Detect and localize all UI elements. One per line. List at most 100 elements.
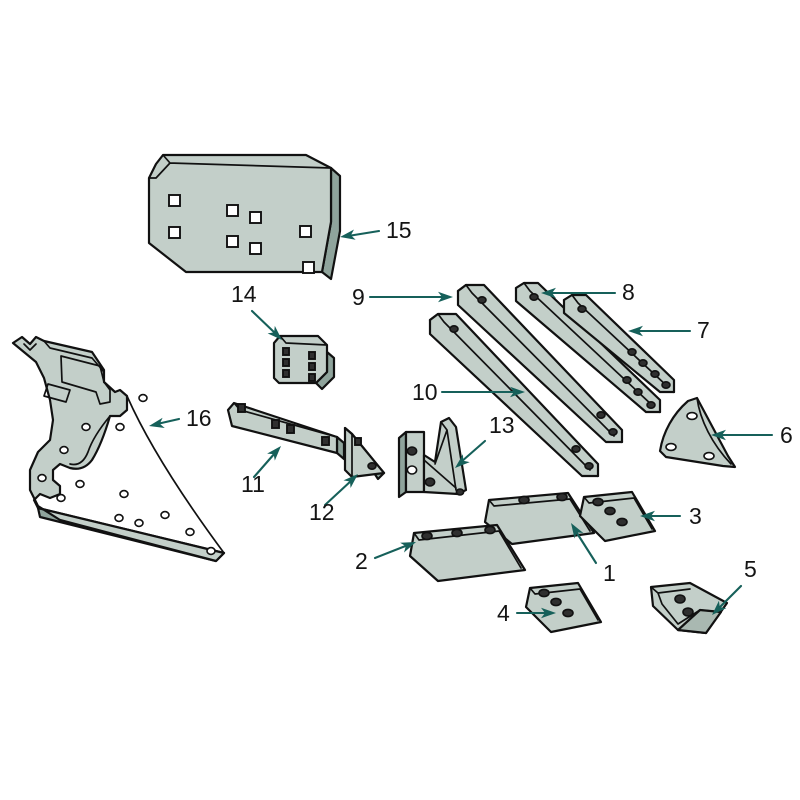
callout-9-label: 9 xyxy=(352,284,365,310)
part-12-holes xyxy=(354,437,377,470)
callout-6-label: 6 xyxy=(780,422,793,448)
callout-7[interactable]: 7 xyxy=(628,317,710,343)
part-7-holes xyxy=(577,304,671,389)
part-9-support-bar-long-upper[interactable] xyxy=(456,283,624,444)
callout-12-leader-line xyxy=(323,478,354,507)
callout-12-arrow-icon xyxy=(343,474,358,489)
part-15-main-mounting-plate[interactable] xyxy=(147,153,342,281)
callout-1-arrow-icon xyxy=(571,523,584,539)
callout-9[interactable]: 9 xyxy=(352,284,453,310)
callout-4-arrow-icon xyxy=(541,607,556,619)
callout-14-leader-line xyxy=(250,309,278,336)
part-16-wing-curve xyxy=(126,395,225,554)
part-15-holes xyxy=(168,194,315,274)
part-10-bevel-line xyxy=(437,313,591,471)
part-1-moldboard-panel-upper[interactable] xyxy=(483,491,596,546)
callout-3[interactable]: 3 xyxy=(640,503,702,529)
callout-1-label: 1 xyxy=(603,560,616,586)
callout-2[interactable]: 2 xyxy=(355,537,418,574)
callout-12-label: 12 xyxy=(309,499,335,525)
callout-13-label: 13 xyxy=(489,412,515,438)
callout-6[interactable]: 6 xyxy=(711,422,793,448)
callout-13[interactable]: 13 xyxy=(452,412,515,472)
callout-9-arrow-icon xyxy=(438,291,453,303)
callout-2-leader-line xyxy=(373,543,410,560)
callout-10[interactable]: 10 xyxy=(412,379,525,405)
callout-1-leader-line xyxy=(573,528,598,565)
part-4-holes xyxy=(538,588,574,618)
callout-14-label: 14 xyxy=(231,281,257,307)
callout-15-leader-line xyxy=(346,229,381,238)
callout-15-label: 15 xyxy=(386,217,412,243)
part-9-bevel-line xyxy=(465,284,615,437)
part-1-face xyxy=(483,491,596,546)
part-6-face xyxy=(658,396,737,469)
part-8-support-bar-short-inner[interactable] xyxy=(514,281,662,414)
part-11-wear-strip-bar[interactable] xyxy=(226,401,346,461)
callout-1[interactable]: 1 xyxy=(567,520,616,586)
part-13-fin-ridge xyxy=(434,421,457,491)
part-14-bevel-line xyxy=(279,335,328,346)
callout-11-leader-line xyxy=(252,451,277,479)
callout-13-leader-line xyxy=(459,439,487,464)
part-3-share-wing-right[interactable] xyxy=(578,490,657,543)
part-16-face xyxy=(11,335,226,563)
part-10-holes xyxy=(449,324,594,470)
part-6-holes xyxy=(665,411,715,461)
callout-7-arrow-icon xyxy=(628,325,643,337)
part-9-holes xyxy=(477,295,618,436)
part-16-frog-body-casting[interactable] xyxy=(11,335,226,563)
part-13-web-line xyxy=(423,459,457,489)
callout-14-arrow-icon xyxy=(267,325,282,340)
part-6-triangular-gusset-plate[interactable] xyxy=(658,396,737,469)
part-7-support-bar-short-outer[interactable] xyxy=(562,293,676,394)
callout-5-leader-line xyxy=(716,584,743,611)
callout-5-arrow-icon xyxy=(712,600,727,615)
part-3-holes xyxy=(592,497,628,527)
callout-8[interactable]: 8 xyxy=(541,279,635,305)
callout-4[interactable]: 4 xyxy=(497,600,556,626)
callout-14[interactable]: 14 xyxy=(231,281,286,344)
callout-4-label: 4 xyxy=(497,600,510,626)
part-2-holes xyxy=(421,525,496,541)
part-3-bevel-line xyxy=(583,496,653,530)
callout-12[interactable]: 12 xyxy=(309,470,362,525)
part-15-face xyxy=(147,153,333,274)
part-16-rib-outline xyxy=(60,355,111,405)
part-12-triangular-shin-plate[interactable] xyxy=(343,426,386,481)
part-12-bevel-line xyxy=(344,427,353,478)
part-11-holes xyxy=(237,403,330,446)
callout-5[interactable]: 5 xyxy=(708,556,757,619)
part-13-holes xyxy=(406,446,465,496)
callout-10-arrow-icon xyxy=(510,386,525,398)
callout-5-label: 5 xyxy=(744,556,757,582)
callout-15-arrow-icon xyxy=(340,229,356,240)
part-14-holes xyxy=(282,347,316,382)
callout-11[interactable]: 11 xyxy=(241,443,285,497)
part-5-bevel-lines xyxy=(650,586,722,625)
callout-3-arrow-icon xyxy=(640,510,655,522)
part-4-share-wing-lower[interactable] xyxy=(524,581,603,634)
part-16-holes xyxy=(37,393,216,556)
callout-16-leader-line xyxy=(155,417,181,426)
callout-13-arrow-icon xyxy=(455,454,470,468)
part-5-plough-point-tip[interactable] xyxy=(649,581,729,635)
callout-6-arrow-icon xyxy=(711,429,726,441)
part-16-inner-curve xyxy=(69,415,111,466)
callout-16[interactable]: 16 xyxy=(148,405,212,431)
callout-8-arrow-icon xyxy=(541,287,556,299)
callout-7-label: 7 xyxy=(697,317,710,343)
part-13-shin-fin-bracket[interactable] xyxy=(397,416,468,499)
callout-15[interactable]: 15 xyxy=(339,217,412,243)
part-14-spacer-block-plate[interactable] xyxy=(272,334,336,391)
callout-8-label: 8 xyxy=(622,279,635,305)
part-16-slot xyxy=(43,383,71,403)
part-1-holes xyxy=(518,492,568,505)
callout-2-arrow-icon xyxy=(400,542,416,553)
part-2-moldboard-panel-lower[interactable] xyxy=(408,523,527,583)
part-15-bevel-lines xyxy=(148,154,332,179)
